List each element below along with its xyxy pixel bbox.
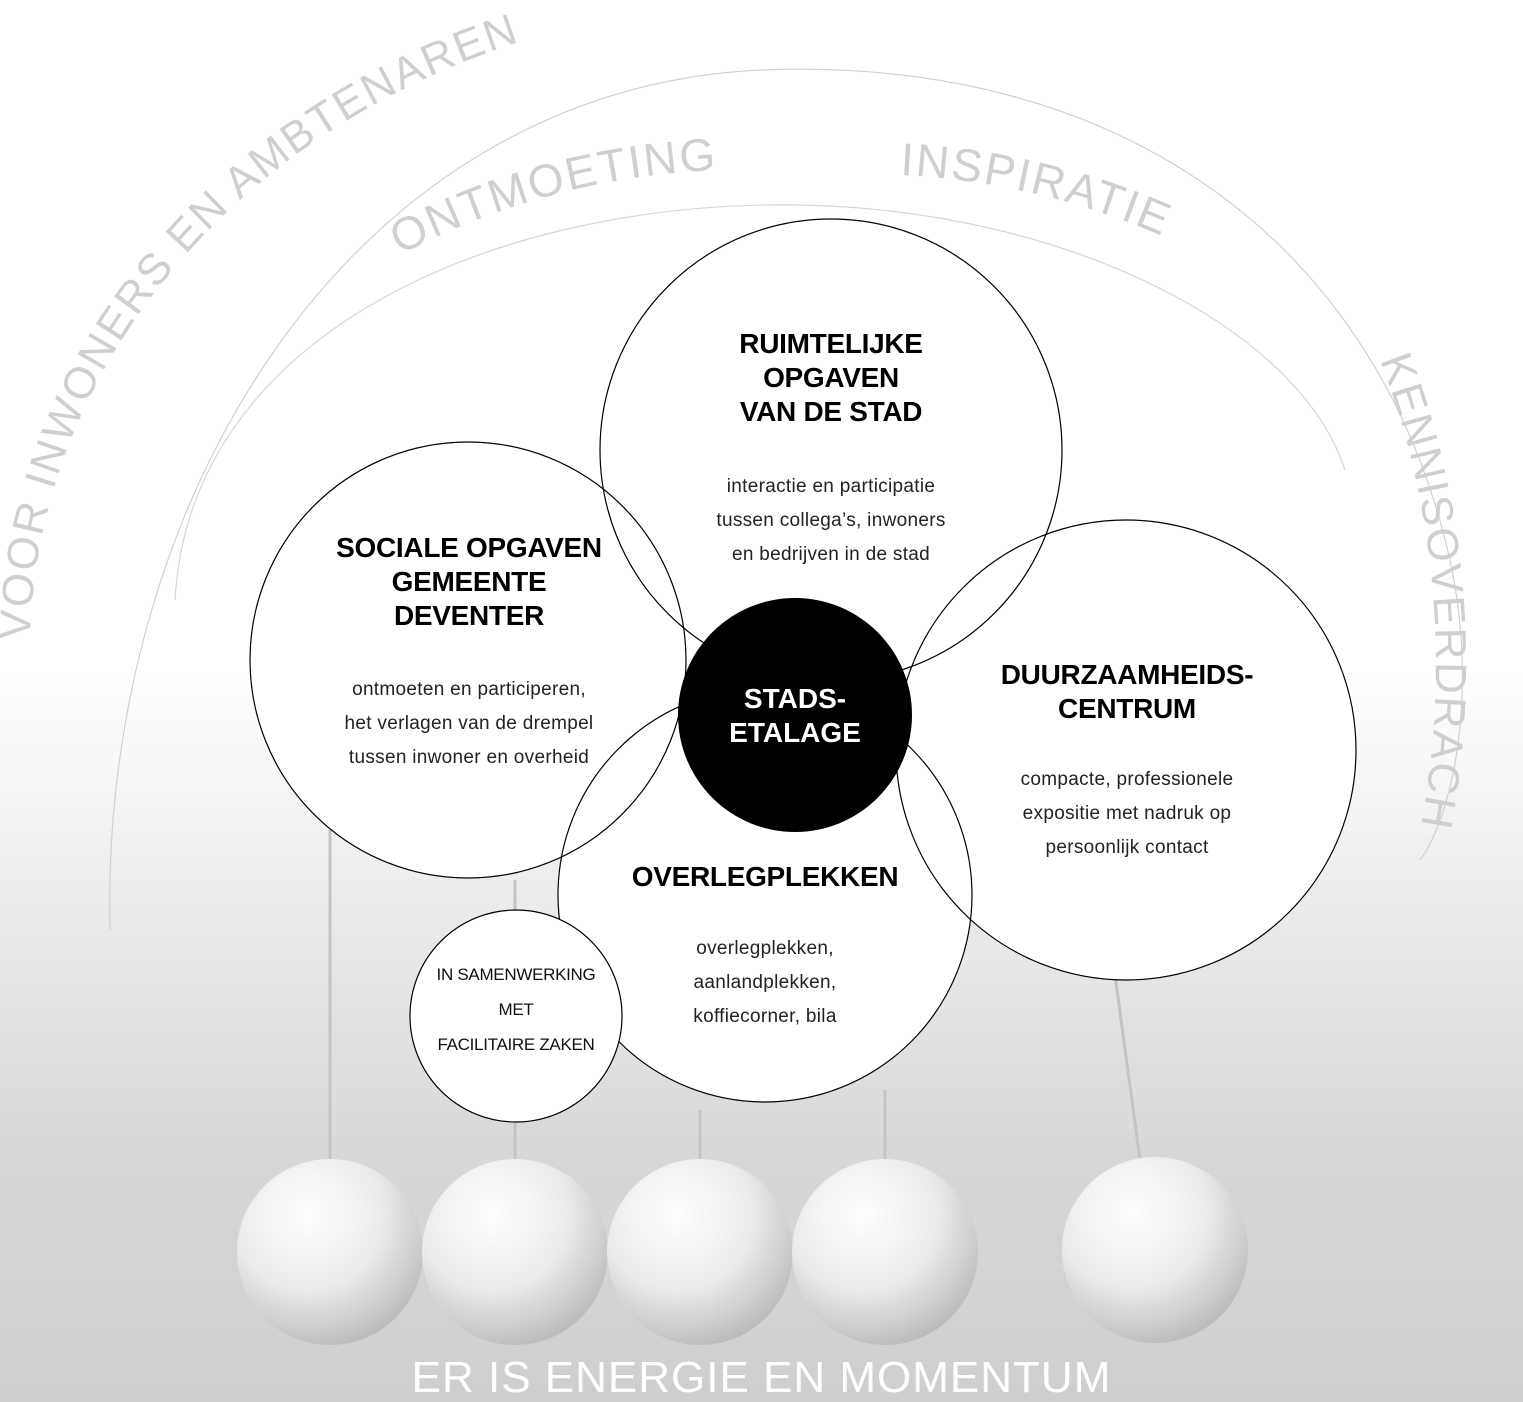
circle-outlines [249, 218, 1357, 1103]
duurzaamheid-desc: compacte, professionele expositie met na… [1020, 769, 1234, 858]
samenwerking-text: IN SAMENWERKING MET FACILITAIRE ZAKEN [436, 965, 596, 1054]
arc-text-ontmoeting: ONTMOETING [381, 128, 718, 264]
duurzaamheid-title: DUURZAAMHEIDS- CENTRUM [1000, 659, 1254, 724]
outer-arc-line [109, 68, 1463, 931]
stadsetalage-title: STADS- ETALAGE [729, 683, 861, 748]
sociale-title: SOCIALE OPGAVEN GEMEENTE DEVENTER [336, 532, 602, 631]
ruimtelijke-title: RUIMTELIJKE OPGAVEN VAN DE STAD [739, 328, 923, 427]
arc-text-inspiratie: INSPIRATIE [899, 133, 1179, 246]
footer-tagline: ER IS ENERGIE EN MOMENTUM [411, 1353, 1112, 1402]
sociale-desc: ontmoeten en participeren, het verlagen … [344, 679, 594, 768]
ruimtelijke-desc: interactie en participatie tussen colleg… [716, 476, 946, 565]
ball-2 [422, 1159, 608, 1345]
circle-fills [250, 219, 1356, 1122]
inner-arc-line [174, 204, 1346, 601]
circle-stadsetalage [678, 598, 912, 832]
overleg-title: OVERLEGPLEKKEN [631, 861, 899, 892]
ball-3 [607, 1159, 793, 1345]
circle-samenwerking [409, 909, 623, 1123]
overleg-desc: overlegplekken, aanlandplekken, koffieco… [693, 938, 837, 1027]
circle-sociale [249, 441, 687, 879]
ball-4 [792, 1159, 978, 1345]
pendulum-balls [237, 1157, 1248, 1345]
ball-1 [237, 1159, 423, 1345]
ball-5 [1062, 1157, 1248, 1343]
